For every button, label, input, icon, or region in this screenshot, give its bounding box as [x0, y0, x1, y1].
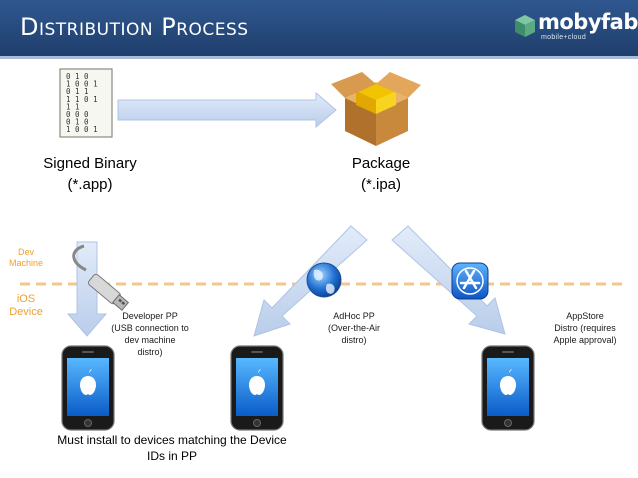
binary-row: 0 1 0 — [66, 118, 89, 127]
binary-row: 0 0 0 — [66, 110, 89, 119]
mobyfab-logo: mobyfab mobile+cloud — [512, 10, 638, 44]
appstore-line-3: Apple approval) — [553, 335, 617, 345]
adhoc-pp-line-2: (Over-the-Air — [327, 323, 380, 333]
install-note-line-1: Must install to devices matching the Dev… — [57, 433, 287, 447]
dev-machine-line-1: Dev — [17, 247, 34, 257]
iphone-developer-icon — [61, 345, 115, 431]
slide-title: Distribution Process — [20, 13, 249, 41]
adhoc-pp-label: AdHoc PP (Over-the-Air distro) — [306, 310, 402, 346]
developer-pp-line-3: dev machine — [124, 335, 176, 345]
appstore-line-2: Distro (requires — [554, 323, 616, 333]
cube-logo-icon — [515, 15, 535, 37]
signed-binary-title: Signed Binary — [43, 155, 137, 172]
iphone-adhoc-icon — [230, 345, 284, 431]
package-box-icon — [331, 72, 421, 146]
binary-row: 1 1 0 1 — [66, 95, 98, 104]
binary-row: 1 0 0 1 — [66, 125, 98, 134]
developer-pp-line-1: Developer PP — [122, 311, 178, 321]
developer-pp-line-2: (USB connection to — [111, 323, 189, 333]
appstore-line-1: AppStore — [566, 311, 604, 321]
arrow-binary-to-package — [117, 91, 337, 129]
package-ext: (*.ipa) — [360, 176, 401, 193]
ios-device-line-2: Device — [9, 306, 43, 318]
signed-binary-ext: (*.app) — [67, 176, 113, 193]
app-store-icon — [451, 262, 489, 300]
binary-row: 1 1 — [66, 102, 80, 111]
appstore-distro-label: AppStore Distro (requires Apple approval… — [540, 310, 630, 346]
iphone-appstore-icon — [481, 345, 535, 431]
signed-binary-label: Signed Binary (*.app) — [30, 153, 150, 195]
install-note-line-2: IDs in PP — [146, 449, 197, 463]
arrow-appstore-route — [391, 225, 506, 335]
adhoc-pp-line-1: AdHoc PP — [333, 311, 375, 321]
developer-pp-label: Developer PP (USB connection to dev mach… — [102, 310, 198, 358]
logo-text: mobyfab — [538, 10, 638, 34]
adhoc-pp-line-3: distro) — [341, 335, 367, 345]
dev-machine-zone-label: Dev Machine — [6, 247, 46, 269]
header-rule — [0, 56, 638, 59]
binary-row: 0 1 1 — [66, 87, 89, 96]
globe-icon — [306, 262, 342, 298]
slide-header: Distribution Process mobyfab mobile+clou… — [0, 0, 638, 56]
install-note: Must install to devices matching the Dev… — [40, 432, 304, 464]
ios-device-zone-label: iOS Device — [6, 293, 46, 319]
usb-cable-icon — [72, 244, 130, 311]
dev-machine-line-2: Machine — [8, 258, 44, 268]
binary-bits: 0 1 01 0 0 10 1 11 1 0 11 10 0 00 1 01 0… — [66, 72, 98, 134]
package-label: Package (*.ipa) — [326, 153, 436, 195]
binary-document-icon: 0 1 01 0 0 10 1 11 1 0 11 10 0 00 1 01 0… — [59, 68, 113, 138]
logo-subtext: mobile+cloud — [541, 34, 587, 41]
binary-row: 1 0 0 1 — [66, 80, 98, 89]
package-title: Package — [351, 155, 411, 172]
developer-pp-line-4: distro) — [137, 347, 163, 357]
ios-device-line-1: iOS — [16, 293, 36, 305]
binary-row: 0 1 0 — [66, 72, 89, 81]
